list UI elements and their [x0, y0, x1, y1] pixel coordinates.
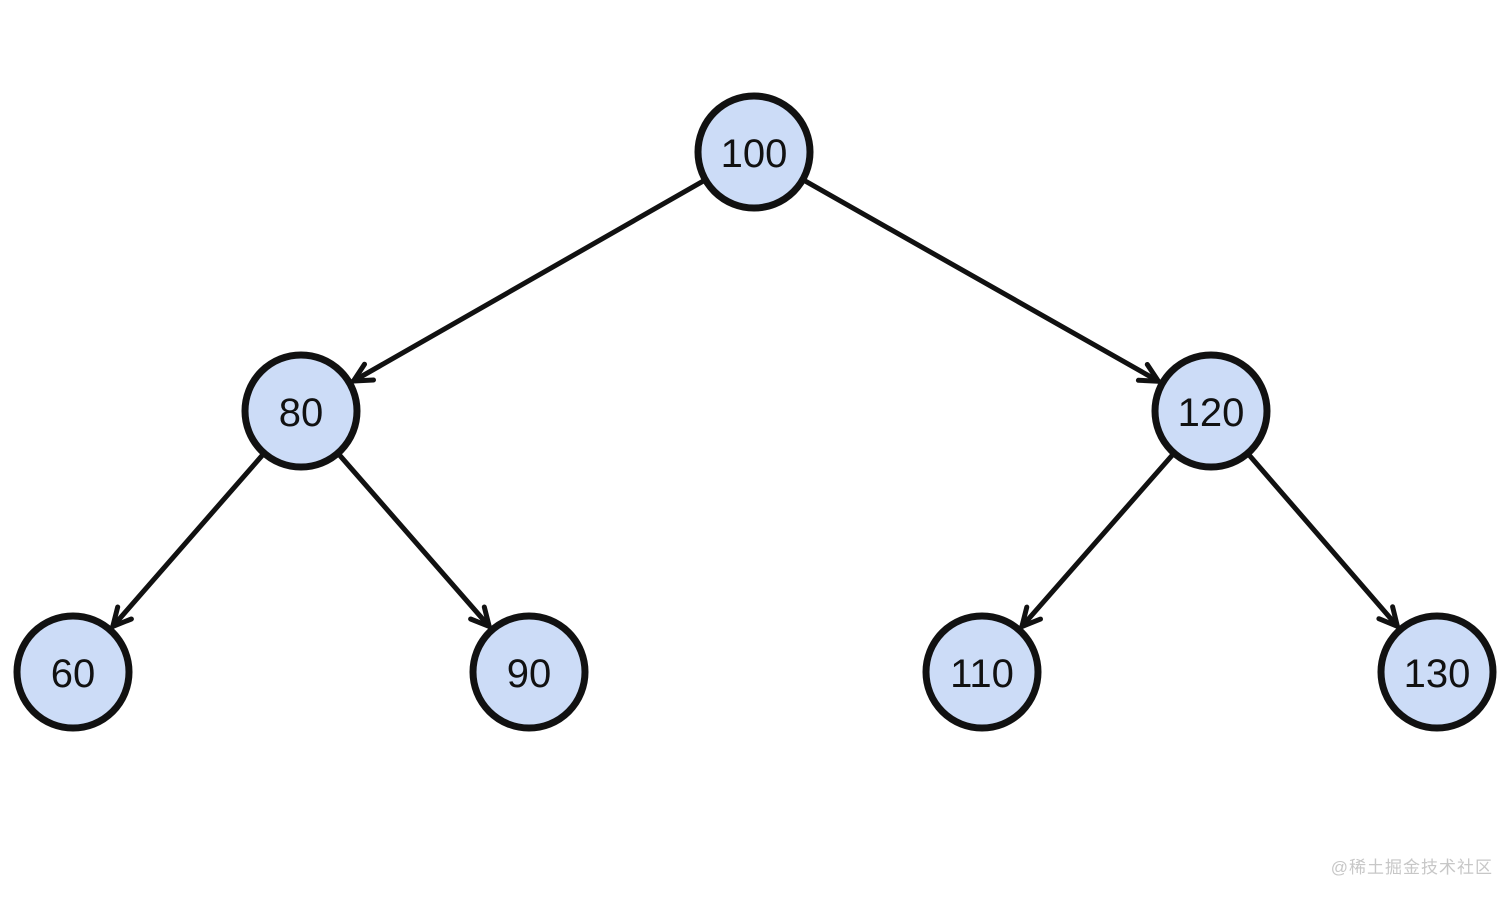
tree-node: 80 [241, 351, 361, 471]
arrowhead-icon [110, 604, 134, 629]
tree-node-label: 120 [1178, 391, 1245, 435]
tree-node: 110 [922, 612, 1042, 732]
tree-edge [1019, 453, 1175, 630]
tree-node-circle [469, 612, 589, 732]
tree-node: 120 [1151, 351, 1271, 471]
tree-edge [351, 179, 705, 384]
tree-node-label: 100 [721, 132, 788, 176]
tree-node-circle [1151, 351, 1271, 471]
nodes-layer: 100 80 120 60 90 110 130 [13, 92, 1497, 732]
tree-node: 100 [694, 92, 814, 212]
tree-node: 90 [469, 612, 589, 732]
arrowhead-icon [351, 361, 376, 384]
edges-layer [110, 178, 1400, 630]
arrowhead-icon [1376, 604, 1400, 629]
tree-edge [337, 453, 492, 629]
tree-edge [803, 178, 1161, 384]
tree-node-circle [241, 351, 361, 471]
watermark: @稀土掘金技术社区 [1330, 858, 1493, 877]
tree-node-circle [1377, 612, 1497, 732]
tree-node: 60 [13, 612, 133, 732]
tree-node-label: 90 [507, 652, 552, 696]
tree-node-circle [13, 612, 133, 732]
tree-node-label: 110 [950, 652, 1014, 696]
tree-edge [110, 453, 265, 629]
tree-node-label: 80 [279, 391, 324, 435]
arrowhead-icon [468, 604, 492, 629]
tree-node: 130 [1377, 612, 1497, 732]
tree-edge [1247, 453, 1400, 629]
tree-node-circle [694, 92, 814, 212]
tree-node-label: 60 [51, 652, 96, 696]
tree-node-circle [922, 612, 1042, 732]
tree-node-label: 130 [1404, 652, 1471, 696]
arrowhead-icon [1019, 604, 1043, 629]
arrowhead-icon [1135, 362, 1161, 384]
